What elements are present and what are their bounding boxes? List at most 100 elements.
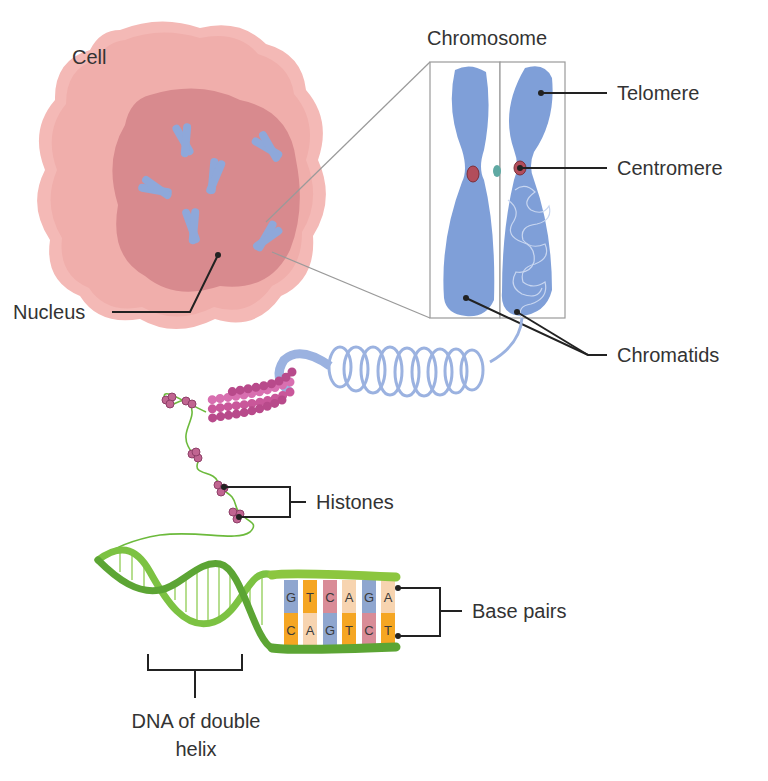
base-letter: C	[322, 590, 338, 606]
chromatin-fibre	[205, 372, 292, 418]
zoom-line	[266, 62, 430, 318]
nucleus-body	[112, 89, 299, 292]
zoom-frame	[430, 62, 500, 318]
cell-body	[37, 21, 326, 329]
part-label: Telomere	[617, 81, 699, 105]
zoom-frame	[430, 62, 565, 318]
part-label: Nucleus	[13, 300, 85, 324]
backbone-band	[272, 574, 396, 577]
base-pair-rung	[303, 613, 317, 646]
bracket	[440, 610, 462, 612]
base-pair-rung	[381, 580, 395, 613]
zoom-line	[272, 252, 430, 318]
bracket	[398, 588, 440, 636]
chromatid-shape	[443, 66, 552, 316]
leader-dot	[538, 90, 544, 96]
chromatid-shape	[443, 66, 494, 316]
leader-dot	[236, 514, 242, 520]
centromere-dot	[467, 166, 479, 182]
base-letter: A	[380, 590, 396, 606]
base-pair-rung	[342, 613, 356, 646]
small-chromosome	[252, 225, 284, 251]
base-pair-rung	[362, 613, 376, 646]
histone-bead	[233, 515, 241, 523]
centromere-joint	[493, 165, 501, 177]
bracket	[148, 654, 242, 670]
backbone-band	[272, 574, 396, 649]
bracket	[148, 487, 462, 698]
centromere-dot	[467, 161, 526, 182]
base-letter: G	[322, 623, 338, 639]
leader-dot	[215, 252, 221, 258]
dna-thread	[98, 394, 254, 560]
helix-rung	[207, 565, 209, 622]
part-label: Base pairs	[472, 599, 567, 623]
small-chromosome	[177, 204, 211, 247]
helix-strand	[98, 550, 272, 624]
chromatid-shape	[502, 66, 553, 316]
base-pair-rung	[323, 580, 337, 613]
zoom-frame	[500, 62, 565, 318]
backbone-band	[272, 647, 396, 649]
base-letter: G	[361, 590, 377, 606]
histone-bead	[166, 400, 174, 408]
small-chromosome	[137, 118, 290, 259]
dna-thread	[98, 394, 254, 560]
cell-body	[51, 32, 314, 316]
base-letter: T	[302, 590, 318, 606]
chromatin-coil	[329, 347, 351, 387]
helix-rung	[185, 578, 187, 612]
part-label: DNA of double helix	[128, 707, 264, 763]
base-pair-rung	[323, 613, 337, 646]
base-pair-rung	[381, 613, 395, 646]
nucleus-body	[112, 89, 299, 292]
leader-line	[112, 93, 607, 355]
bracket	[224, 487, 290, 517]
part-label: Centromere	[617, 156, 723, 180]
base-letter: T	[341, 623, 357, 639]
leader-dot	[395, 633, 401, 639]
base-pair-rung	[284, 580, 395, 646]
chromatin-coil	[490, 318, 522, 362]
chromatin-fibre	[212, 400, 282, 418]
base-letter: C	[361, 623, 377, 639]
leader-line	[541, 92, 607, 94]
leader-dot	[215, 90, 544, 315]
base-pair-rung	[362, 580, 376, 613]
chromatin-fibre	[230, 372, 292, 392]
small-chromosome	[205, 159, 226, 195]
histone-bead	[162, 393, 244, 523]
leader-line	[466, 298, 607, 355]
small-chromosome	[248, 127, 290, 165]
leader-line	[517, 312, 588, 355]
helix-rung	[218, 566, 220, 618]
leader-line	[520, 167, 607, 169]
zoom-line	[266, 62, 430, 222]
small-chromosome	[137, 174, 176, 201]
base-letter: A	[341, 590, 357, 606]
leader-dot	[221, 484, 401, 639]
leader-line	[112, 255, 218, 312]
histone-bead	[192, 448, 200, 456]
base-pair-rung	[284, 613, 298, 646]
base-letter: C	[283, 623, 299, 639]
base-pair-rung	[303, 580, 317, 613]
bracket	[194, 670, 196, 698]
helix-strand	[98, 550, 272, 648]
chromatin-texture	[508, 186, 550, 318]
base-pair-rung	[342, 580, 356, 613]
leader-dot	[221, 484, 227, 490]
small-chromosome	[181, 123, 192, 158]
leader-dot	[514, 309, 520, 315]
chromatin-texture	[515, 186, 550, 318]
small-chromosome	[258, 130, 282, 163]
chromatin-texture	[508, 200, 542, 296]
helix-strand	[98, 560, 272, 648]
small-chromosome	[205, 158, 227, 197]
leader-dot	[395, 585, 401, 591]
part-label: Cell	[72, 45, 106, 69]
small-chromosome	[165, 118, 205, 161]
